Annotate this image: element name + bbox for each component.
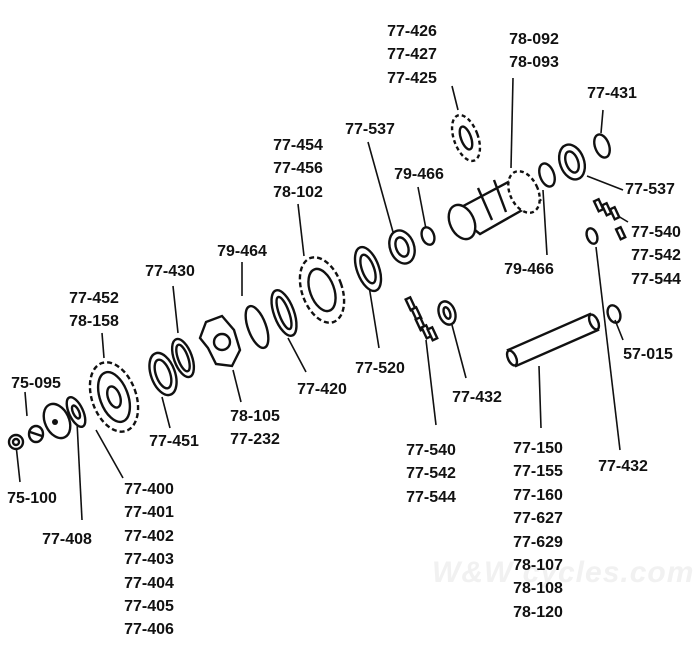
spacer-ring-part	[170, 337, 196, 379]
end-washer-part	[593, 133, 611, 159]
bearing-race-part	[148, 351, 178, 397]
retaining-ring-part	[538, 162, 556, 188]
small-ring-part	[606, 304, 622, 324]
label-77-537-right: 77-537	[625, 181, 675, 198]
bearing-cage-part	[557, 143, 587, 181]
countershaft-gear-part	[298, 256, 346, 324]
label-77-432-right: 77-432	[598, 458, 648, 475]
small-washer-part	[420, 226, 436, 246]
shaft-cluster-part	[447, 170, 543, 241]
label-79-466-lower: 79-466	[504, 261, 554, 278]
label-77-537-upper: 77-537	[345, 121, 395, 138]
label-79-466-upper: 79-466	[394, 166, 444, 183]
label-77-451: 77-451	[149, 433, 199, 450]
mainshaft-part	[505, 312, 601, 368]
washer-middle-part	[437, 300, 457, 326]
snap-ring-part	[244, 304, 270, 350]
drive-gear-part	[88, 361, 140, 433]
clutch-hub-part	[198, 314, 242, 368]
label-77-430: 77-430	[145, 263, 195, 280]
nut-part	[7, 433, 25, 451]
needle-rollers-upper-part	[592, 197, 627, 241]
spiral-gear-part	[450, 113, 482, 163]
label-79-464: 79-464	[217, 243, 267, 260]
label-57-015: 57-015	[623, 346, 673, 363]
thrust-washer-part	[42, 402, 72, 440]
leader-lines	[15, 77, 629, 521]
washer-right-part	[585, 227, 599, 245]
watermark: W&W cycles.com	[432, 556, 695, 589]
label-77-408: 77-408	[42, 531, 92, 548]
label-77-431: 77-431	[587, 85, 637, 102]
label-75-100: 75-100	[7, 490, 57, 507]
thrust-ring-part	[270, 288, 298, 338]
label-77-432-lower: 77-432	[452, 389, 502, 406]
gear-ring-part	[353, 245, 383, 293]
label-77-420: 77-420	[297, 381, 347, 398]
needle-rollers-lower-part	[404, 295, 439, 342]
label-77-520: 77-520	[355, 360, 405, 377]
needle-bearing-part	[388, 229, 416, 265]
lock-washer-part	[27, 424, 45, 444]
label-75-095: 75-095	[11, 375, 61, 392]
small-spacer-part	[65, 396, 87, 428]
